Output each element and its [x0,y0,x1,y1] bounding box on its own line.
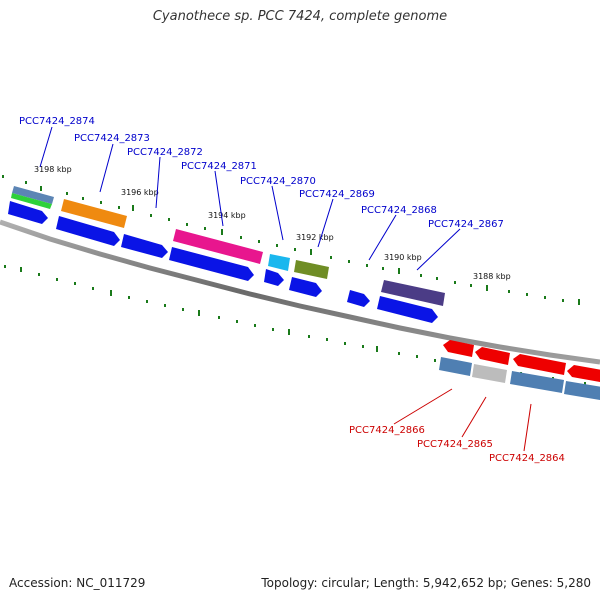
scale-labels: 3198 kbp 3196 kbp 3194 kbp 3192 kbp 3190… [34,165,511,281]
callout-line [523,403,532,452]
gene-labels: PCC7424_2874 PCC7424_2873 PCC7424_2872 P… [19,116,565,464]
callout-line [214,170,224,227]
gene-feature-2865[interactable] [472,364,507,383]
gene-label[interactable]: PCC7424_2865 [417,439,493,450]
gene-label[interactable]: PCC7424_2869 [299,189,375,200]
scale-label: 3192 kbp [296,233,334,242]
gene-label[interactable]: PCC7424_2872 [127,147,203,158]
callout-line [317,198,334,248]
cds-arrow[interactable] [264,269,284,286]
cds-arrow[interactable] [289,277,322,297]
feature-tiles [11,186,445,306]
gene-feature-2874[interactable] [12,186,54,204]
accession-text: Accession: NC_011729 [9,576,146,590]
gene-callouts [39,126,532,452]
gene-label[interactable]: PCC7424_2867 [428,219,504,230]
reverse-cds [439,340,600,400]
gene-feature-2873[interactable] [61,199,127,228]
callout-line [461,396,487,438]
callout-line [368,214,397,261]
gene-label[interactable]: PCC7424_2868 [361,205,437,216]
callout-line [271,185,284,241]
genome-backbone [0,219,600,365]
cds-arrow[interactable] [121,234,168,258]
cds-arrow[interactable] [443,340,474,357]
cds-arrow[interactable] [56,216,120,246]
cds-arrow[interactable] [513,354,566,375]
gene-label[interactable]: PCC7424_2864 [489,453,565,464]
callout-line [155,156,161,209]
genome-title: Cyanothece sp. PCC 7424, complete genome [152,9,448,24]
gene-label[interactable]: PCC7424_2870 [240,176,316,187]
scale-label: 3190 kbp [384,253,422,262]
cds-arrow[interactable] [377,296,438,323]
scale-label: 3198 kbp [34,165,72,174]
scale-track-upper [2,175,580,305]
gene-feature-2867[interactable] [381,280,445,306]
gene-feature-2866[interactable] [439,357,472,376]
cds-arrow[interactable] [567,365,600,382]
callout-line [393,388,453,425]
cds-arrow[interactable] [347,290,370,307]
scale-label: 3194 kbp [208,211,246,220]
callout-line [39,126,53,168]
cds-arrow[interactable] [475,347,510,365]
gene-label[interactable]: PCC7424_2873 [74,133,150,144]
gene-feature-2871[interactable] [173,229,263,264]
gene-feature-2864[interactable] [510,371,564,393]
gene-feature-2869[interactable] [294,260,329,279]
scale-label: 3196 kbp [121,188,159,197]
gene-feature-2864-b[interactable] [564,381,600,400]
gene-label[interactable]: PCC7424_2874 [19,116,95,127]
cds-arrow[interactable] [169,247,254,281]
gene-label[interactable]: PCC7424_2871 [181,161,257,172]
forward-cds [8,201,438,323]
gene-feature-2870[interactable] [268,254,290,271]
gene-feature-2874-green[interactable] [11,193,52,209]
genome-summary-text: Topology: circular; Length: 5,942,652 bp… [261,576,591,590]
gene-label[interactable]: PCC7424_2866 [349,425,425,436]
cds-arrow[interactable] [8,201,48,224]
callout-line [99,143,114,193]
scale-label: 3188 kbp [473,272,511,281]
callout-line [416,228,461,271]
